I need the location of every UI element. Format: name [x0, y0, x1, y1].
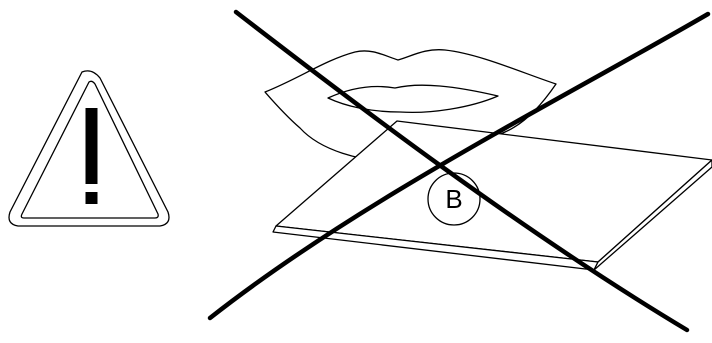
exclamation-bar-icon [86, 108, 98, 184]
exclamation-dot-icon [86, 192, 98, 204]
label-b-text: B [445, 184, 462, 214]
warning-triangle-icon [9, 71, 169, 226]
label-b-badge: B [428, 173, 480, 225]
